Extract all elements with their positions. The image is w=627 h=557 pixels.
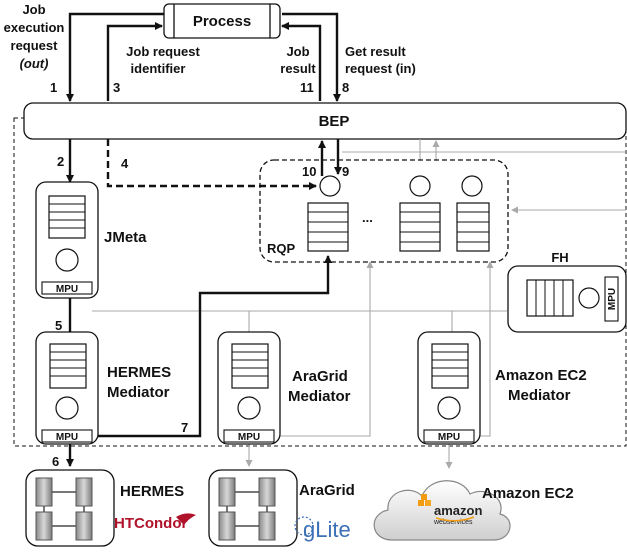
queue-ellipsis: ...	[362, 210, 373, 225]
hermes-mediator-node: MPU	[35, 331, 99, 445]
rqp-queue	[456, 175, 490, 252]
hermes-mediator-line1: HERMES	[107, 364, 171, 381]
aragrid-cluster-icon	[208, 469, 298, 547]
fh-label: FH	[551, 250, 568, 265]
job-request-identifier-line2: identifier	[131, 61, 186, 76]
bep-label: BEP	[319, 113, 350, 130]
mpu-label: MPU	[438, 432, 460, 443]
glite-logo: gLite	[294, 516, 351, 542]
rqp-label: RQP	[267, 241, 296, 256]
step-3: 3	[113, 80, 120, 95]
job-result-line1: Job	[286, 44, 309, 59]
step-5: 5	[55, 318, 62, 333]
gray-connectors	[92, 139, 626, 469]
step-2: 2	[57, 154, 64, 169]
jmeta-node: MPU	[35, 181, 99, 299]
mpu-label: MPU	[607, 288, 618, 310]
aragrid-mediator-node: MPU	[217, 331, 281, 445]
top-arrows	[66, 12, 341, 102]
annotation-job-execution: Job execution request (out)	[4, 2, 65, 71]
bep-node: BEP	[23, 102, 627, 140]
aragrid-mediator-line1: AraGrid	[292, 368, 348, 385]
mpu-label: MPU	[56, 432, 78, 443]
step-11: 11	[300, 80, 314, 95]
rqp-queue	[399, 175, 441, 252]
mpu-label: MPU	[238, 432, 260, 443]
htcondor-logo-text: HTCondor	[114, 515, 187, 532]
glite-logo-text: gLite	[303, 517, 351, 542]
rqp-queue	[307, 175, 349, 252]
hermes-resource-label: HERMES	[120, 483, 184, 500]
step-7: 7	[181, 420, 188, 435]
job-execution-mode: (out)	[20, 56, 49, 71]
step-4: 4	[121, 156, 129, 171]
system-boundary	[13, 117, 627, 447]
aragrid-mediator-line2: Mediator	[288, 388, 351, 405]
fh-node: MPU	[507, 265, 627, 333]
step-6: 6	[52, 454, 59, 469]
amazon-mediator-line2: Mediator	[508, 387, 571, 404]
htcondor-logo: HTCondor	[114, 513, 196, 532]
job-result-line2: result	[280, 61, 316, 76]
step-8: 8	[342, 80, 349, 95]
get-result-line2: request (in)	[345, 61, 416, 76]
amazon-resource-label: Amazon EC2	[482, 485, 574, 502]
amazon-logo-text: amazon	[434, 503, 482, 518]
get-result-line1: Get result	[345, 44, 406, 59]
step-1: 1	[50, 80, 57, 95]
rqp-group: RQP ...	[259, 159, 509, 263]
job-execution-line1: Job	[22, 2, 45, 17]
job-execution-line3: request	[11, 38, 59, 53]
amazon-mediator-line1: Amazon EC2	[495, 367, 587, 384]
amazon-cloud-icon: amazon webservices	[373, 480, 511, 541]
process-node: Process	[163, 3, 281, 39]
job-request-identifier-line1: Job request	[126, 44, 200, 59]
hermes-mediator-line2: Mediator	[107, 384, 170, 401]
step-9: 9	[342, 164, 349, 179]
process-label: Process	[193, 13, 251, 30]
amazon-mediator-node: MPU	[417, 331, 481, 445]
amazon-logo-sub: webservices	[433, 519, 473, 526]
mpu-label: MPU	[56, 284, 78, 295]
job-execution-line2: execution	[4, 20, 65, 35]
aragrid-resource-label: AraGrid	[299, 482, 355, 499]
jmeta-label: JMeta	[104, 229, 147, 246]
hermes-cluster-icon	[25, 469, 115, 547]
step-10: 10	[302, 164, 316, 179]
